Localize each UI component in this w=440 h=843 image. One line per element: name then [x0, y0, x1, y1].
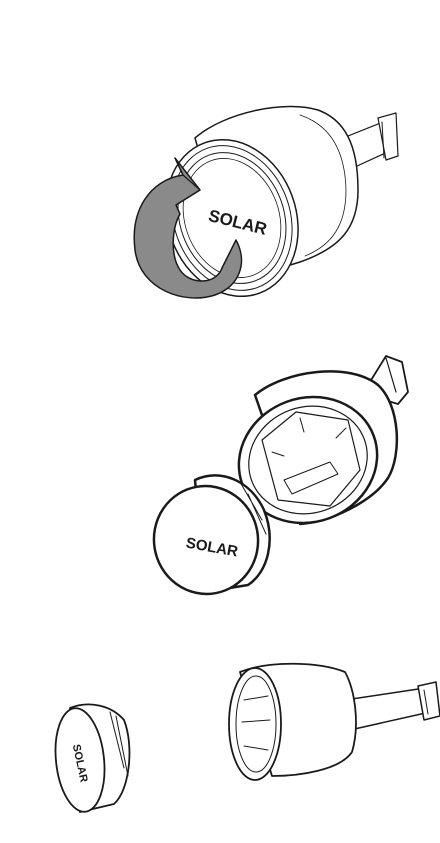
- step-1-rotate-cap: SOLAR: [134, 106, 398, 315]
- step-3-housing: [229, 664, 356, 780]
- step-3-separated-parts: SOLAR: [51, 664, 440, 814]
- step-2-separate-cap: SOLAR: [145, 356, 408, 602]
- step-3-cap: [51, 704, 130, 814]
- step-3-shaft: [345, 682, 440, 730]
